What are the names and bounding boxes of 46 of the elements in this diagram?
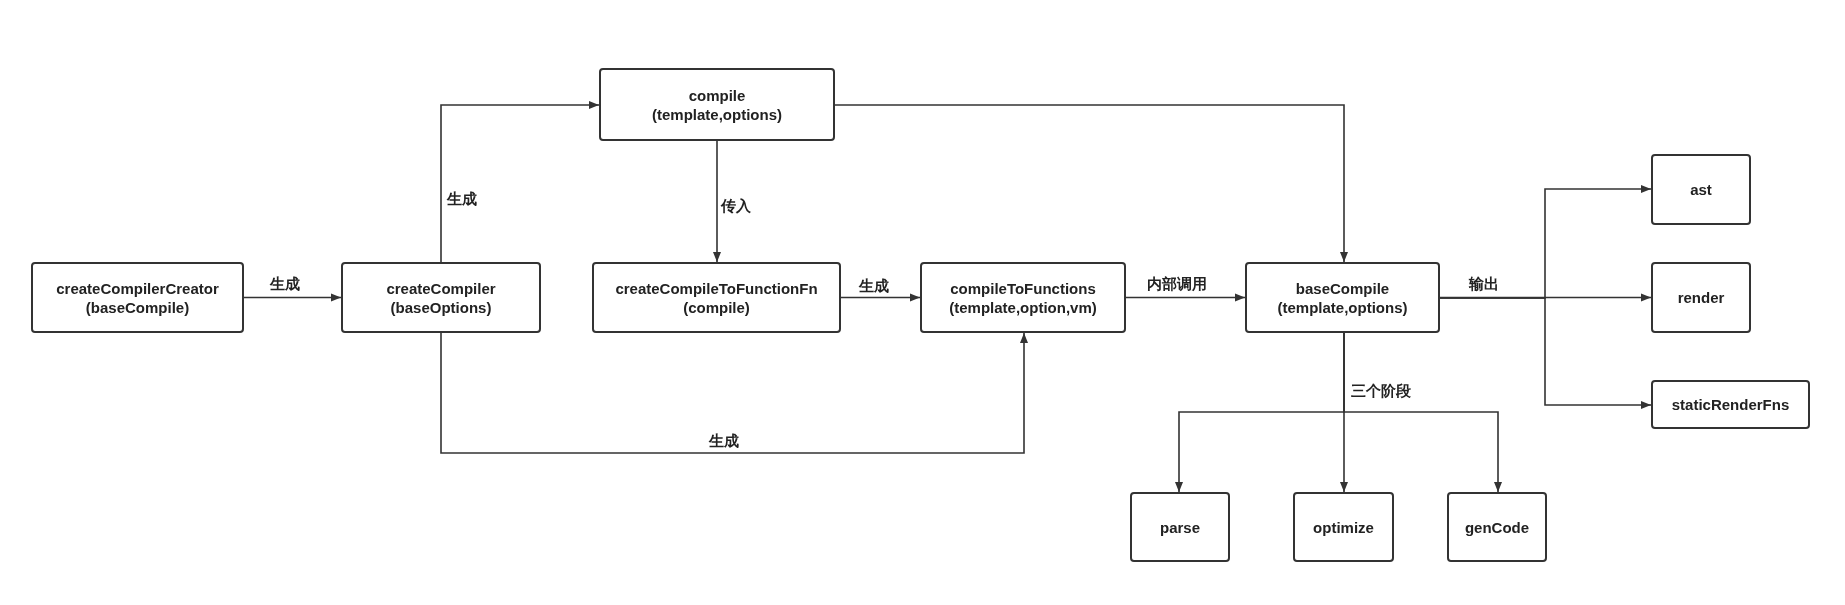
function-name: genCode (1464, 517, 1530, 537)
process-box (920, 262, 1126, 333)
process-box (1293, 492, 1394, 562)
arrow (440, 101, 600, 263)
edge-label: 三个阶段 (1349, 382, 1413, 400)
parameter-list: (template,options) (1277, 297, 1408, 317)
parameter-list: (baseCompile) (85, 297, 190, 317)
process-box (1130, 492, 1230, 562)
edge-label: 传入 (719, 197, 753, 215)
parameter-list: (template,option,vm) (949, 297, 1097, 317)
parameter-list: (compile) (683, 297, 750, 317)
edge-label: 生成 (857, 277, 891, 295)
function-name: staticRenderFns (1671, 395, 1790, 414)
function-name: optimize (1313, 517, 1374, 537)
process-box (1651, 380, 1810, 429)
process-box (1245, 262, 1440, 333)
arrow (1343, 332, 1502, 493)
process-box (1651, 262, 1751, 333)
process-box (31, 262, 244, 333)
arrow (1439, 297, 1652, 409)
edge-label: 生成 (268, 275, 302, 293)
function-name: ast (1690, 180, 1712, 199)
parameter-list: (baseOptions) (390, 297, 492, 317)
edge-label: 生成 (445, 190, 479, 208)
function-name: render (1677, 288, 1725, 307)
process-box (1447, 492, 1547, 562)
parameter-list: (template,options) (652, 104, 782, 124)
edge-label: 生成 (707, 432, 741, 450)
function-name: compileToFunctions (950, 278, 1096, 298)
arrow (713, 140, 721, 263)
process-box (1651, 154, 1751, 225)
function-name: baseCompile (1295, 278, 1390, 298)
process-box (592, 262, 841, 333)
function-name: parse (1160, 517, 1200, 537)
arrow (1125, 293, 1246, 302)
arrow (243, 293, 342, 302)
function-name: createCompilerCreator (56, 278, 219, 298)
function-name: createCompiler (386, 278, 496, 298)
function-name: compile (688, 85, 746, 105)
arrow (834, 104, 1348, 263)
process-box (341, 262, 541, 333)
arrow (840, 293, 921, 302)
process-box (599, 68, 835, 141)
edge-label: 内部调用 (1145, 275, 1209, 293)
arrow (440, 332, 1028, 454)
function-name: createCompileToFunctionFn (615, 278, 818, 298)
